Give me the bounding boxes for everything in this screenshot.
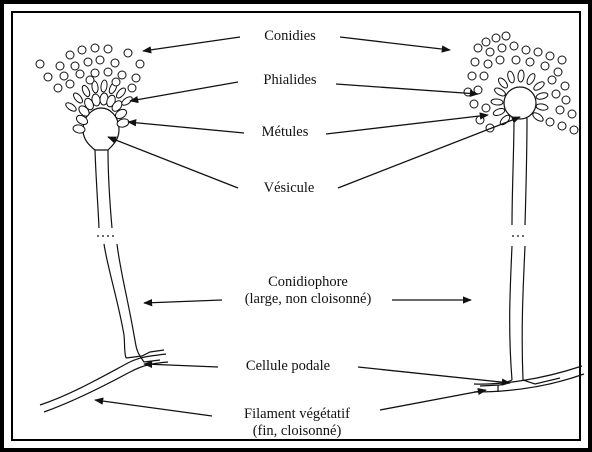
right-conidiophore [474, 87, 584, 392]
label-phialides: Phialides [240, 72, 340, 89]
label-vesicule: Vésicule [240, 180, 338, 197]
label-filament-vegetatif: Filament végétatif (fin, cloisonné) [212, 406, 382, 440]
arrow-conidies-right [340, 37, 450, 50]
label-conidiophore: Conidiophore (large, non cloisonné) [212, 274, 404, 308]
label-conidiophore-line1: Conidiophore [212, 274, 404, 291]
right-vesicule [504, 87, 536, 119]
arrow-phialides-right [336, 84, 478, 94]
label-cellule-podale: Cellule podale [220, 358, 356, 375]
arrow-cellule-right [358, 367, 510, 383]
left-conidies [36, 44, 144, 92]
arrow-conidies-left [143, 37, 240, 51]
label-conidies: Conidies [240, 28, 340, 45]
arrow-conidiophore-left [144, 300, 222, 303]
arrow-filament-right [380, 390, 486, 410]
label-metules: Métules [240, 124, 330, 141]
arrow-phialides-left [130, 82, 238, 101]
arrow-metules-right [326, 115, 488, 134]
arrow-metules-left [128, 122, 244, 133]
arrow-cellule-left [144, 364, 218, 367]
label-conidiophore-line2: (large, non cloisonné) [212, 291, 404, 308]
label-filament-line2: (fin, cloisonné) [212, 423, 382, 440]
label-filament-line1: Filament végétatif [212, 406, 382, 423]
arrow-vesicule-left [108, 137, 238, 188]
arrow-vesicule-right [338, 117, 520, 188]
arrow-filament-left [95, 400, 212, 416]
